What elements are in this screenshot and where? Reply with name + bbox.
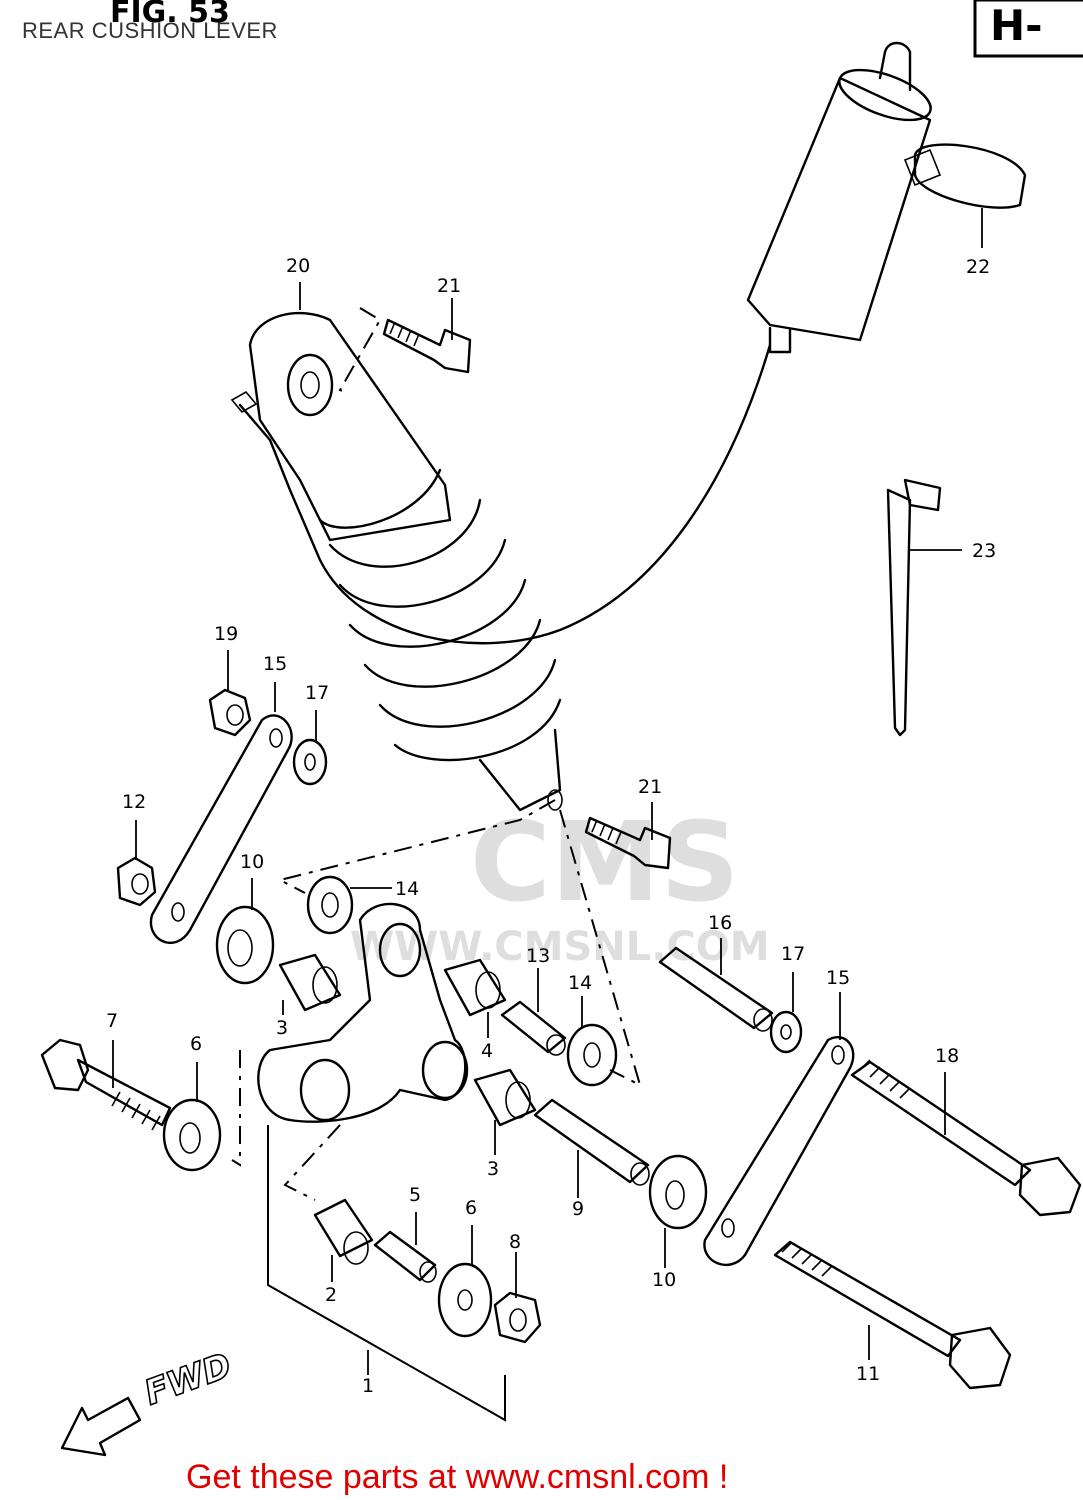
callout-22: 22 [966, 256, 990, 278]
callout-19: 19 [214, 623, 238, 645]
callout-23: 23 [972, 540, 996, 562]
nut-12 [116, 856, 157, 907]
oil-seal-10-right [648, 1154, 708, 1230]
callouts: 20 21 22 23 19 15 17 12 21 10 14 16 13 1… [106, 255, 996, 1397]
oil-seal-10-left [215, 905, 275, 985]
shock-upper-bolt [382, 318, 472, 374]
spacer-14-upper [306, 875, 354, 935]
callout-2: 2 [325, 1284, 337, 1306]
callout-3-lower: 3 [487, 1158, 499, 1180]
callout-3-upper: 3 [276, 1017, 288, 1039]
section-tag-label: H- [990, 1, 1043, 50]
callout-5: 5 [409, 1184, 421, 1206]
bushing-2 [313, 1198, 374, 1265]
callout-10-right: 10 [652, 1269, 676, 1291]
callout-8: 8 [509, 1231, 521, 1253]
washer-17-left [292, 738, 328, 786]
callout-6-lower: 6 [465, 1197, 477, 1219]
forward-label: FWD [139, 1345, 236, 1413]
callout-17-right: 17 [781, 943, 805, 965]
callout-18: 18 [935, 1045, 959, 1067]
hose-clamp-band [903, 143, 1027, 209]
spacer-13 [500, 1000, 567, 1056]
callout-17-left: 17 [305, 682, 329, 704]
callout-1: 1 [362, 1375, 374, 1397]
callout-14-upper: 14 [395, 878, 419, 900]
callout-15-right: 15 [826, 967, 850, 989]
washer-6-left [162, 1098, 222, 1172]
spacer-16 [658, 946, 774, 1032]
callout-9: 9 [572, 1198, 584, 1220]
figure-subtitle: REAR CUSHION LEVER [22, 18, 278, 43]
callout-6-left: 6 [190, 1033, 202, 1055]
callout-10-left: 10 [240, 851, 264, 873]
watermark: CMS WWW.CMSNL.COM [350, 798, 770, 970]
cable-tie [886, 478, 942, 737]
section-tag: H- [973, 0, 1083, 58]
bolt-18 [850, 1059, 1082, 1217]
bolt-7 [40, 1038, 172, 1131]
spacer-5 [373, 1230, 437, 1283]
needle-bearing-3-upper [278, 953, 342, 1012]
reservoir-tank [746, 41, 932, 354]
bolt-11 [773, 1240, 1012, 1390]
cushion-lever [257, 902, 469, 1123]
forward-direction-arrow: FWD [60, 1345, 237, 1457]
callout-4: 4 [481, 1040, 493, 1062]
cushion-rod-left [149, 714, 293, 944]
footer-link[interactable]: Get these parts at www.cmsnl.com ! [186, 1458, 728, 1496]
nut-8 [493, 1291, 542, 1344]
spacer-14-lower [566, 1023, 618, 1087]
figure-title: FIG. 53 [110, 0, 230, 30]
callout-16: 16 [708, 912, 732, 934]
assembly-lines [231, 307, 642, 1201]
assembly-bracket [267, 1125, 506, 1422]
spacer-9 [533, 1098, 650, 1186]
washer-6-lower [437, 1262, 493, 1338]
callout-21-upper: 21 [437, 275, 461, 297]
rear-shock-absorber [230, 312, 772, 812]
needle-bearing-3-lower [473, 1068, 537, 1127]
watermark-logo: CMS [470, 798, 739, 926]
leader-lines [112, 208, 983, 1375]
cushion-rod-right [703, 1036, 855, 1267]
callout-21-lower: 21 [638, 776, 662, 798]
callout-15-left: 15 [263, 653, 287, 675]
callout-12: 12 [122, 791, 146, 813]
callout-7: 7 [106, 1010, 118, 1032]
shock-lower-bolt [584, 816, 672, 870]
nut-19 [208, 688, 252, 737]
callout-14-lower: 14 [568, 972, 592, 994]
washer-17-right [769, 1010, 803, 1054]
needle-bearing-4 [443, 958, 507, 1017]
callout-11: 11 [856, 1363, 880, 1385]
callout-13: 13 [526, 945, 550, 967]
callout-20: 20 [286, 255, 310, 277]
